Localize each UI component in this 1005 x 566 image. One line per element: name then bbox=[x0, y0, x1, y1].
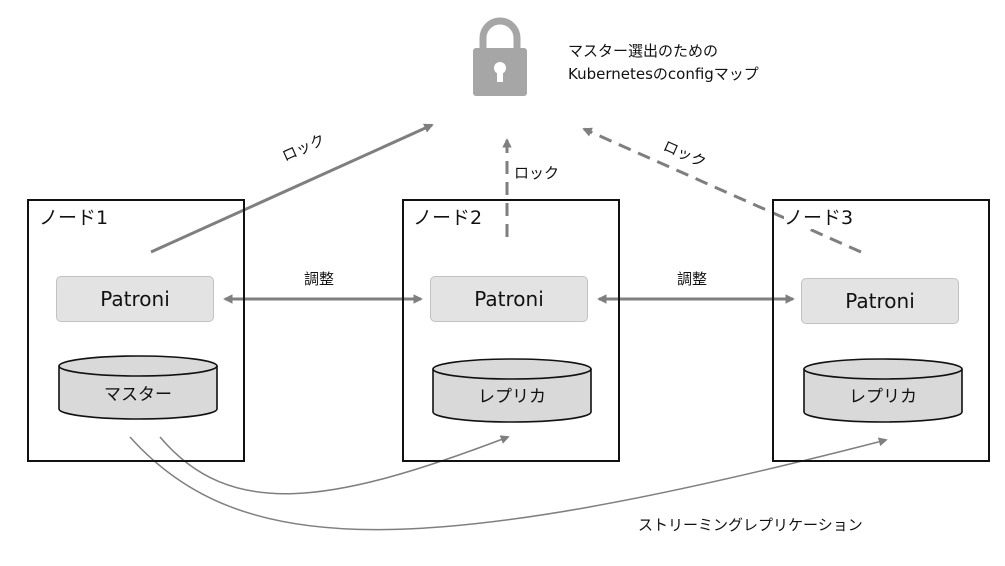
patroni-label: Patroni bbox=[474, 287, 544, 311]
node-1-title: ノード1 bbox=[39, 207, 111, 229]
db-label-replica-node2: レプリカ bbox=[478, 387, 546, 407]
streaming-replication-label: ストリーミングレプリケーション bbox=[638, 516, 863, 534]
db-label-master: マスター bbox=[104, 385, 172, 405]
patroni-node-3: Patroni bbox=[801, 278, 959, 324]
lock-label-node2: ロック bbox=[514, 164, 560, 182]
patroni-node-2: Patroni bbox=[430, 276, 588, 322]
configmap-caption-line1: マスター選出のための bbox=[568, 42, 719, 60]
db-label-replica-node3: レプリカ bbox=[849, 387, 917, 407]
lock-icon bbox=[473, 17, 527, 96]
node-2-title: ノード2 bbox=[413, 207, 485, 229]
patroni-label: Patroni bbox=[100, 287, 170, 311]
replication-curve-to-node3 bbox=[129, 436, 888, 531]
database-replica-node3 bbox=[803, 358, 963, 423]
coordinate-label-2-3: 調整 bbox=[677, 270, 708, 288]
node-2-box bbox=[402, 199, 620, 462]
patroni-label: Patroni bbox=[845, 289, 915, 313]
coordinate-label-1-2: 調整 bbox=[304, 270, 335, 288]
database-master bbox=[58, 355, 218, 420]
patroni-node-1: Patroni bbox=[56, 276, 214, 322]
node-1-box bbox=[27, 199, 245, 462]
lock-arrow-node3 bbox=[582, 127, 862, 254]
lock-arrow-node1 bbox=[150, 123, 434, 254]
node-3-title: ノード3 bbox=[784, 207, 856, 229]
database-replica-node2 bbox=[432, 358, 592, 423]
node-3-box bbox=[772, 199, 990, 462]
configmap-caption-line2: Kubernetesのconfigマップ bbox=[568, 65, 759, 83]
